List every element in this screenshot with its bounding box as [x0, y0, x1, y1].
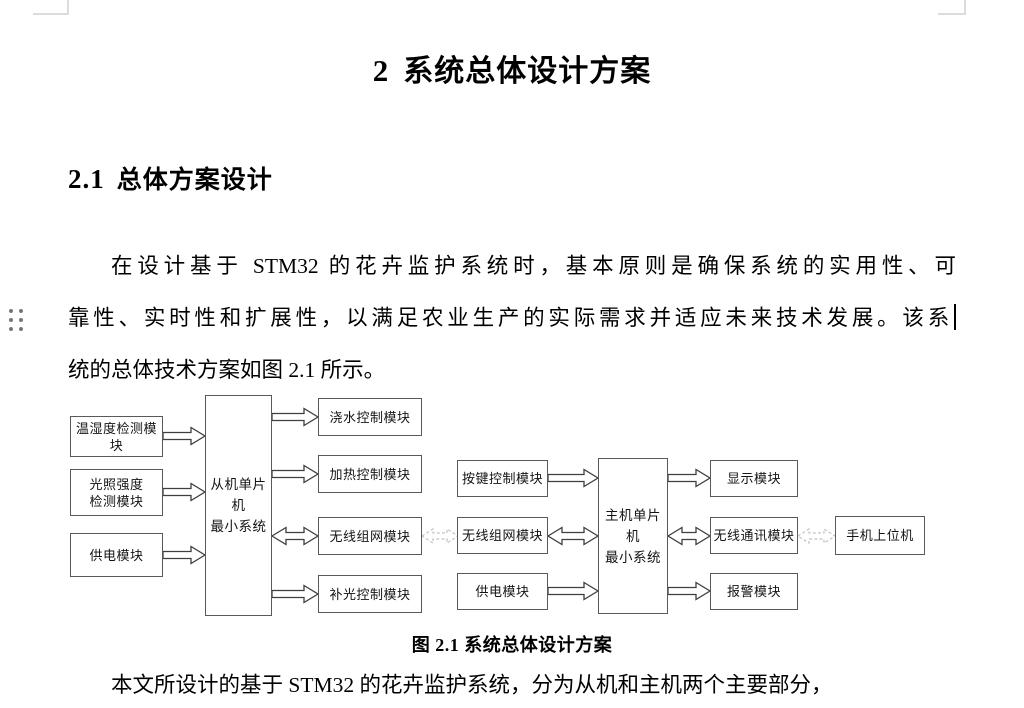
text-cursor: [954, 304, 956, 330]
page-margin-mark-top-left: [67, 0, 69, 15]
paragraph-line: 统的总体技术方案如图 2.1 所示。: [68, 358, 386, 382]
box-phone-host: 手机上位机: [835, 516, 925, 555]
arrow-wireless-link-dashed: [420, 527, 460, 545]
arrow-light-to-slave: [162, 482, 207, 502]
box-slave-mcu-system: 从机单片机最小系统: [205, 395, 272, 616]
arrow-power-to-master: [547, 581, 600, 601]
figure-caption: 图 2.1 系统总体设计方案: [411, 635, 613, 655]
box-master-wireless-module: 无线组网模块: [457, 517, 548, 554]
arrow-key-to-master: [547, 468, 600, 488]
body-paragraph: 本文所设计的基于 STM32 的花卉监护系统，分为从机和主机两个主要部分，: [111, 673, 833, 697]
arrow-slave-wireless-bidir: [270, 526, 320, 546]
section-heading-text: 总体方案设计: [116, 166, 273, 194]
arrow-slave-to-filllight: [271, 584, 320, 604]
box-watering-module: 浇水控制模块: [318, 398, 422, 436]
arrow-master-to-display: [667, 468, 712, 488]
chapter-title-text: 系统总体设计方案: [403, 55, 652, 88]
arrow-master-to-alarm: [667, 581, 712, 601]
box-key-control-module: 按键控制模块: [457, 460, 548, 497]
paragraph-line: 靠性、实时性和扩展性，以满足农业生产的实际需求并适应未来技术发展。该系: [68, 292, 956, 344]
box-slave-wireless-module: 无线组网模块: [318, 517, 422, 555]
drag-handle-icon[interactable]: [9, 309, 24, 332]
section-heading: 2.1 总体方案设计: [68, 160, 273, 203]
arrow-comm-phone-dashed: [796, 527, 837, 545]
chapter-number: 2: [372, 53, 390, 88]
arrow-master-comm-bidir: [666, 526, 712, 546]
arrow-slave-to-heating: [271, 464, 320, 484]
box-wireless-comm-module: 无线通讯模块: [710, 517, 798, 554]
section-number: 2.1: [68, 164, 105, 194]
chapter-title: 2 系统总体设计方案: [0, 50, 1024, 98]
arrow-power-to-slave: [162, 545, 207, 565]
box-slave-power-module: 供电模块: [70, 533, 163, 577]
box-temp-humidity-module: 温湿度检测模块: [70, 416, 163, 457]
arrow-masterwireless-bidir: [546, 526, 600, 546]
arrow-temp-to-slave: [162, 426, 207, 446]
page-margin-mark-top-left: [33, 13, 69, 15]
box-light-intensity-module: 光照强度检测模块: [70, 469, 163, 516]
paragraph-line: 在设计基于 STM32 的花卉监护系统时，基本原则是确保系统的实用性、可: [111, 254, 956, 278]
body-paragraph: 在设计基于 STM32 的花卉监护系统时，基本原则是确保系统的实用性、可 靠性、…: [68, 240, 956, 396]
arrow-slave-to-watering: [271, 407, 320, 427]
box-heating-module: 加热控制模块: [318, 455, 422, 493]
page-margin-mark-top-right: [964, 0, 966, 15]
box-master-power-module: 供电模块: [457, 573, 548, 610]
box-fill-light-module: 补光控制模块: [318, 575, 422, 613]
box-display-module: 显示模块: [710, 460, 798, 497]
page-margin-mark-top-right: [938, 13, 966, 15]
box-master-mcu-system: 主机单片机最小系统: [598, 458, 668, 614]
box-alarm-module: 报警模块: [710, 573, 798, 610]
